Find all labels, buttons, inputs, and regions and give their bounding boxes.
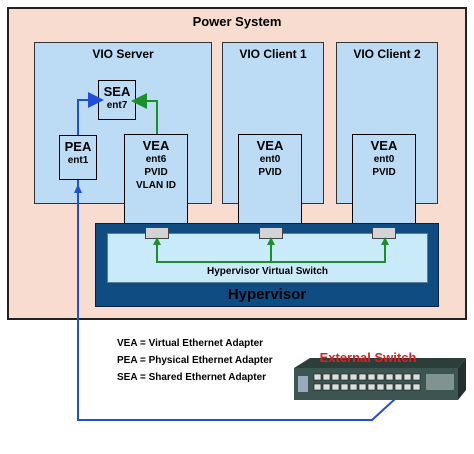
- sea-name: SEA: [103, 84, 131, 99]
- vea-server-adapter[interactable]: VEA ent6 PVID VLAN ID: [124, 134, 188, 226]
- vea-client-1-adapter[interactable]: VEA ent0 PVID: [238, 134, 302, 226]
- vea-device: ent0: [373, 154, 395, 165]
- external-switch-label: External Switch: [319, 350, 417, 365]
- vio-server-title: VIO Server: [92, 47, 154, 61]
- pea-name: PEA: [64, 139, 92, 154]
- sea-adapter[interactable]: SEA ent7: [98, 80, 136, 120]
- vio-client-1-title: VIO Client 1: [239, 47, 307, 61]
- virtual-switch-port: [372, 227, 396, 239]
- pea-to-sea-link: [77, 92, 104, 135]
- vea-name: VEA: [256, 138, 284, 153]
- pea-adapter[interactable]: PEA ent1: [59, 135, 97, 180]
- vea-to-sea-link: [131, 93, 158, 134]
- switch-brand-logo: [298, 376, 308, 392]
- vea-pvid: PVID: [144, 167, 168, 178]
- switch-ports: [313, 373, 421, 391]
- vea-client-2-adapter[interactable]: VEA ent0 PVID: [352, 134, 416, 226]
- pea-device: ent1: [67, 155, 89, 166]
- power-system-title: Power System: [192, 14, 282, 29]
- legend-vea: VEA = Virtual Ethernet Adapter: [117, 338, 264, 349]
- external-switch-device[interactable]: [288, 350, 474, 410]
- legend-pea: PEA = Physical Ethernet Adapter: [117, 355, 273, 366]
- vea-device: ent6: [145, 154, 167, 165]
- vea-pvid: PVID: [372, 167, 396, 178]
- vea-name: VEA: [370, 138, 398, 153]
- vea-device: ent0: [259, 154, 281, 165]
- vea-name: VEA: [142, 138, 170, 153]
- sea-device: ent7: [106, 100, 128, 111]
- virtual-switch-label: Hypervisor Virtual Switch: [207, 266, 328, 277]
- switch-info-panel: [426, 374, 454, 390]
- hypervisor-label: Hypervisor: [227, 286, 307, 303]
- vea-pvid: PVID: [258, 167, 282, 178]
- legend-sea: SEA = Shared Ethernet Adapter: [117, 372, 267, 383]
- hypervisor-virtual-switch: [107, 233, 428, 283]
- vea-vlan-id: VLAN ID: [136, 180, 176, 191]
- vio-client-2-title: VIO Client 2: [353, 47, 421, 61]
